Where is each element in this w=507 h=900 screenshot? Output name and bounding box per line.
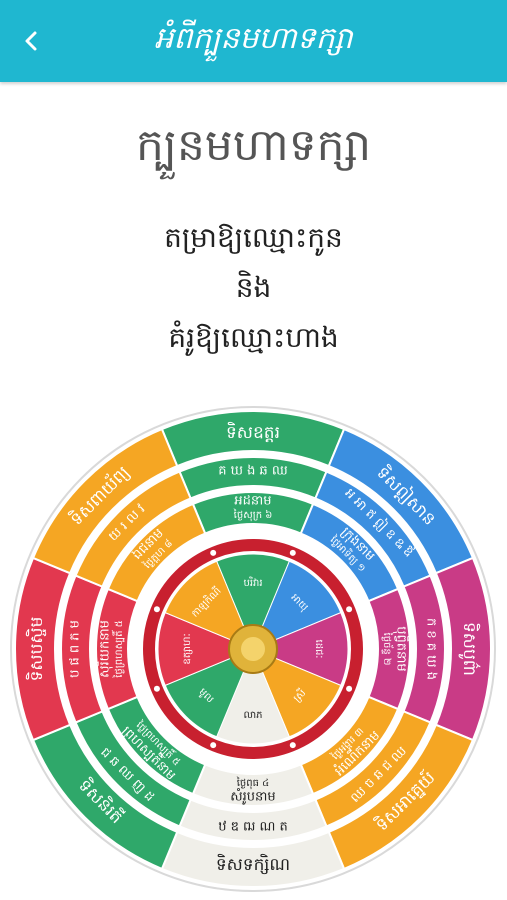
ring-separator	[55, 451, 451, 847]
direction-label: ទិសឧត្តរ	[226, 421, 280, 443]
center-knob-highlight	[241, 637, 265, 661]
ring-dot	[346, 606, 353, 613]
ring-separator	[90, 486, 416, 812]
direction-label: ទិសទក្សិណ	[216, 853, 290, 875]
inner-label: លាភ	[243, 710, 262, 721]
red-ring	[143, 539, 363, 759]
direction-label: ទិសបស្ចិម	[25, 617, 47, 682]
direction-sector	[31, 427, 179, 575]
direction-label: ទិសបូព៌ា	[458, 622, 481, 676]
page-title: ក្បួនមហាទក្សា	[135, 120, 372, 171]
back-button[interactable]	[12, 21, 52, 61]
back-arrow-icon	[25, 31, 37, 51]
group-name-label: បុព្វិតនាម	[393, 626, 411, 671]
group-day-label: ថ្ងៃពុធ ៤	[236, 776, 269, 790]
subtitle-line-1: តម្រាឱ្យឈ្មោះកូន	[164, 221, 343, 254]
subtitle-line-2: និង	[235, 271, 272, 304]
top-app-bar: អំពីក្បួនមហាទក្សា	[0, 0, 507, 82]
group-name-label: អដនាម	[234, 494, 271, 509]
letters-sector	[74, 470, 192, 588]
app-bar-title: អំពីក្បួនមហាទក្សា	[154, 21, 353, 56]
letters-label: ក ខ គ ឃ ង	[424, 618, 439, 680]
ring-dot	[289, 549, 296, 556]
group-name-label: សំរូបនាម	[230, 788, 275, 806]
inner-label: ឧត្សាហៈ	[182, 633, 193, 664]
letters-label: ឋ ឌ ឍ ណ ត	[218, 820, 288, 835]
ring-dot	[153, 685, 160, 692]
group-name-label: សុរិយកនាម	[96, 620, 114, 678]
group-day-label: ថ្ងៃព្រហស្បតិ៍ ៥	[111, 620, 125, 678]
group-sector	[106, 502, 207, 603]
ring-dot	[289, 742, 296, 749]
ring-dot	[210, 549, 217, 556]
inner-label: ដេជៈ	[313, 640, 324, 659]
ring-dot	[346, 685, 353, 692]
letters-label: ប ផ ព ភ ម	[68, 620, 83, 678]
letters-label: គ ឃ ង ឆ ឈ	[218, 464, 288, 479]
main-content: ក្បួនមហាទក្សា តម្រាឱ្យឈ្មោះកូន និង គំរូឱ…	[0, 82, 507, 900]
group-day-label: ថ្ងៃច័ន្ទ ២	[381, 632, 394, 666]
ring-dot	[153, 606, 160, 613]
inner-label: បរិវារ	[243, 576, 262, 589]
subtitle-line-3: គំរូឱ្យឈ្មោះហាង	[168, 321, 339, 354]
group-day-label: ថ្ងៃសុក្រ ៦	[233, 508, 273, 522]
ring-separator	[128, 524, 378, 774]
ring-dot	[210, 742, 217, 749]
